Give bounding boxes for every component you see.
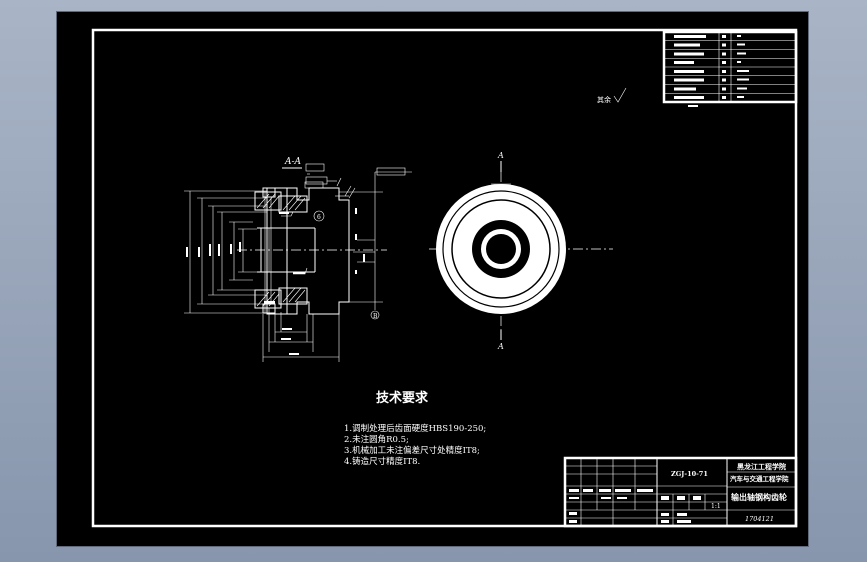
- svg-text:6: 6: [317, 214, 321, 221]
- svg-text:A-A: A-A: [284, 157, 302, 167]
- svg-text:A: A: [497, 151, 504, 160]
- svg-text:B: B: [373, 313, 378, 320]
- tech-requirements-title: 技术要求: [376, 390, 429, 406]
- school-name: 黑龙江工程学院: [737, 462, 786, 471]
- tech-item-4: 4.铸造尺寸精度IT8.: [344, 456, 420, 467]
- svg-text:其余: 其余: [597, 95, 611, 104]
- cad-drawing: 其余 A-A: [91, 28, 798, 528]
- svg-text:A: A: [497, 342, 504, 351]
- tech-item-3: 3.机械加工未注偏差尺寸处精度IT8;: [344, 445, 480, 456]
- course-name: 汽车与交通工程学院: [730, 474, 789, 483]
- drawing-viewport[interactable]: 其余 A-A: [56, 11, 809, 547]
- tech-item-2: 2.未注圆角R0.5;: [344, 434, 409, 445]
- hatch-upper: [254, 191, 308, 213]
- section-view-a-a: A-A: [184, 157, 412, 362]
- roughness-note: 其余: [597, 87, 627, 104]
- drawing-number: ZGJ-10-71: [671, 470, 708, 478]
- technical-requirements: 技术要求 1.调制处理后齿面硬度HBS190-250; 2.未注圆角R0.5; …: [344, 390, 486, 467]
- scale-value: 1:1: [711, 503, 721, 510]
- part-name: 输出轴钢构齿轮: [731, 492, 787, 502]
- title-block: ZGJ-10-71 黑龙江工程学院 汽车与交通工程学院 输出轴钢构齿轮 1:1 …: [563, 456, 798, 528]
- tech-item-1: 1.调制处理后齿面硬度HBS190-250;: [344, 423, 486, 434]
- date-value: 1704121: [745, 515, 774, 523]
- gear-parameter-table: [662, 30, 798, 107]
- hatch-lower: [254, 287, 308, 309]
- front-view: A A: [429, 151, 613, 351]
- border-frame: [91, 28, 798, 528]
